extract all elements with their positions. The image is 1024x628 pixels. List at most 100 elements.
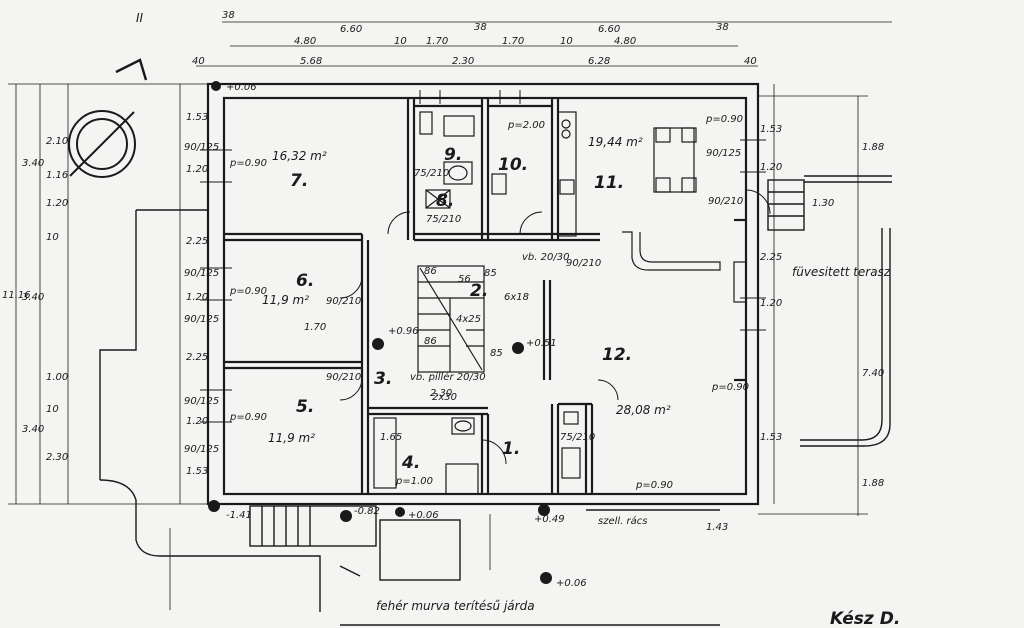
dimension-lines bbox=[8, 21, 892, 610]
stair-4: 4x25 bbox=[456, 314, 481, 325]
room-number-4: 4. bbox=[401, 453, 420, 473]
level-1: +0.06 bbox=[226, 82, 257, 93]
sink-icon bbox=[443, 161, 473, 185]
level-6: +0.06 bbox=[408, 510, 439, 521]
opening-9: 75/210 bbox=[426, 214, 461, 225]
sink-icon bbox=[559, 179, 575, 195]
stair-7: 6x18 bbox=[504, 292, 529, 303]
opening-2: 90/125 bbox=[184, 268, 219, 279]
dim-left-12: 1.20 bbox=[186, 164, 208, 175]
dim-top-16: 40 bbox=[744, 56, 757, 67]
dim-right-7: 1.30 bbox=[812, 198, 834, 209]
wc-icon bbox=[491, 173, 507, 195]
dim-top-4: 6.60 bbox=[598, 24, 620, 35]
opening-16: 2.30 bbox=[430, 388, 452, 399]
level-marker-icon bbox=[538, 504, 550, 516]
dim-right-4: 1.20 bbox=[760, 298, 782, 309]
opening-5: 90/125 bbox=[184, 444, 219, 455]
parapet-5: p=0.90 bbox=[635, 480, 673, 491]
dim-top-10: 10 bbox=[560, 36, 573, 47]
dim-top-2: 6.60 bbox=[340, 24, 362, 35]
room-area-5: 11,9 m² bbox=[268, 431, 315, 445]
dim-left-9: 10 bbox=[46, 404, 59, 415]
level-marker-icon bbox=[540, 572, 552, 584]
stair-3: 85 bbox=[484, 268, 497, 279]
label-pillar: vb. pillér 20/30 bbox=[410, 371, 486, 383]
signature: Kész D. bbox=[830, 609, 900, 628]
dim-left-10: 2.30 bbox=[46, 452, 68, 463]
dim-top-9: 1.70 bbox=[502, 36, 524, 47]
room-number-5: 5. bbox=[296, 397, 314, 417]
parapet-7: p=2.00 bbox=[507, 120, 545, 131]
kitchen-counter bbox=[557, 111, 577, 237]
level-3: +0.51 bbox=[526, 338, 557, 349]
parapet-8: p=0.90 bbox=[711, 382, 749, 393]
dim-top-7: 10 bbox=[394, 36, 407, 47]
opening-10: 75/210 bbox=[414, 168, 449, 179]
windows bbox=[200, 90, 766, 423]
opening-1: 90/125 bbox=[184, 142, 219, 153]
dim-top-5: 38 bbox=[716, 22, 729, 33]
stair-6: 85 bbox=[490, 348, 503, 359]
dim-top-12: 40 bbox=[192, 56, 205, 67]
level-2: +0.96 bbox=[388, 326, 419, 337]
dim-left-13: 2.25 bbox=[186, 236, 208, 247]
dim-top-15: 6.28 bbox=[588, 56, 610, 67]
room-number-6: 6. bbox=[296, 271, 314, 291]
label-walkway: fehér murva terítésű járda bbox=[376, 599, 535, 613]
level-marker-icon bbox=[395, 507, 405, 517]
level-5: -0.82 bbox=[354, 506, 380, 517]
opening-12: 75/210 bbox=[560, 432, 595, 443]
level-marker-icon bbox=[211, 81, 221, 91]
stair-5: 86 bbox=[424, 336, 437, 347]
dim-top-1: 38 bbox=[222, 10, 235, 21]
dim-left-11: 1.53 bbox=[186, 112, 208, 123]
opening-14: 1.65 bbox=[380, 432, 402, 443]
room-area-7: 16,32 m² bbox=[272, 149, 327, 163]
label-vent: szell. rács bbox=[598, 515, 647, 527]
dim-left-2: 3.40 bbox=[22, 292, 44, 303]
level-marker-icon bbox=[512, 342, 524, 354]
bathtub-icon bbox=[373, 417, 397, 489]
doors bbox=[339, 189, 771, 465]
level-7: +0.49 bbox=[534, 514, 565, 525]
stair-2: 56 bbox=[458, 274, 471, 285]
opening-4: 90/125 bbox=[184, 396, 219, 407]
opening-17: 1.43 bbox=[706, 522, 728, 533]
room-number-9: 9. bbox=[444, 145, 462, 165]
parapet-4: p=0.90 bbox=[705, 114, 743, 125]
dim-top-3: 38 bbox=[474, 22, 487, 33]
room-number-2: 2. bbox=[470, 281, 488, 301]
room-area-11: 19,44 m² bbox=[588, 135, 643, 149]
stair-8: 2x30 bbox=[432, 392, 457, 403]
dim-right-2: 1.20 bbox=[760, 162, 782, 173]
dim-left-14: 1.20 bbox=[186, 292, 208, 303]
dim-left-outer: 11.16 bbox=[2, 290, 31, 301]
dim-right-9: 1.88 bbox=[862, 478, 884, 489]
dim-top-11: 4.80 bbox=[614, 36, 636, 47]
room-number-10: 10. bbox=[498, 155, 528, 175]
room-number-7: 7. bbox=[290, 171, 308, 191]
dim-left-16: 1.20 bbox=[186, 416, 208, 427]
dim-right-6: 1.88 bbox=[862, 142, 884, 153]
room-number-11: 11. bbox=[594, 173, 624, 193]
stair-1: 86 bbox=[424, 266, 437, 277]
opening-11: 90/210 bbox=[566, 258, 601, 269]
level-marker-icon bbox=[340, 510, 352, 522]
label-terrace: füvesitett terasz bbox=[792, 265, 891, 279]
dim-top-8: 1.70 bbox=[426, 36, 448, 47]
dim-top-6: 4.80 bbox=[294, 36, 316, 47]
room-number-1: 1. bbox=[502, 439, 520, 459]
fixtures bbox=[373, 111, 747, 495]
level-marker-icon bbox=[372, 338, 384, 350]
dim-left-17: 1.53 bbox=[186, 466, 208, 477]
level-markers bbox=[208, 81, 552, 584]
dim-left-6: 1.20 bbox=[46, 198, 68, 209]
parapet-1: p=0.90 bbox=[229, 158, 267, 169]
opening-7: 90/210 bbox=[326, 296, 361, 307]
opening-8: 90/210 bbox=[326, 372, 361, 383]
parapet-6: p=1.00 bbox=[395, 476, 433, 487]
opening-15: 1.70 bbox=[304, 322, 326, 333]
label-north-mark: II bbox=[136, 11, 144, 25]
